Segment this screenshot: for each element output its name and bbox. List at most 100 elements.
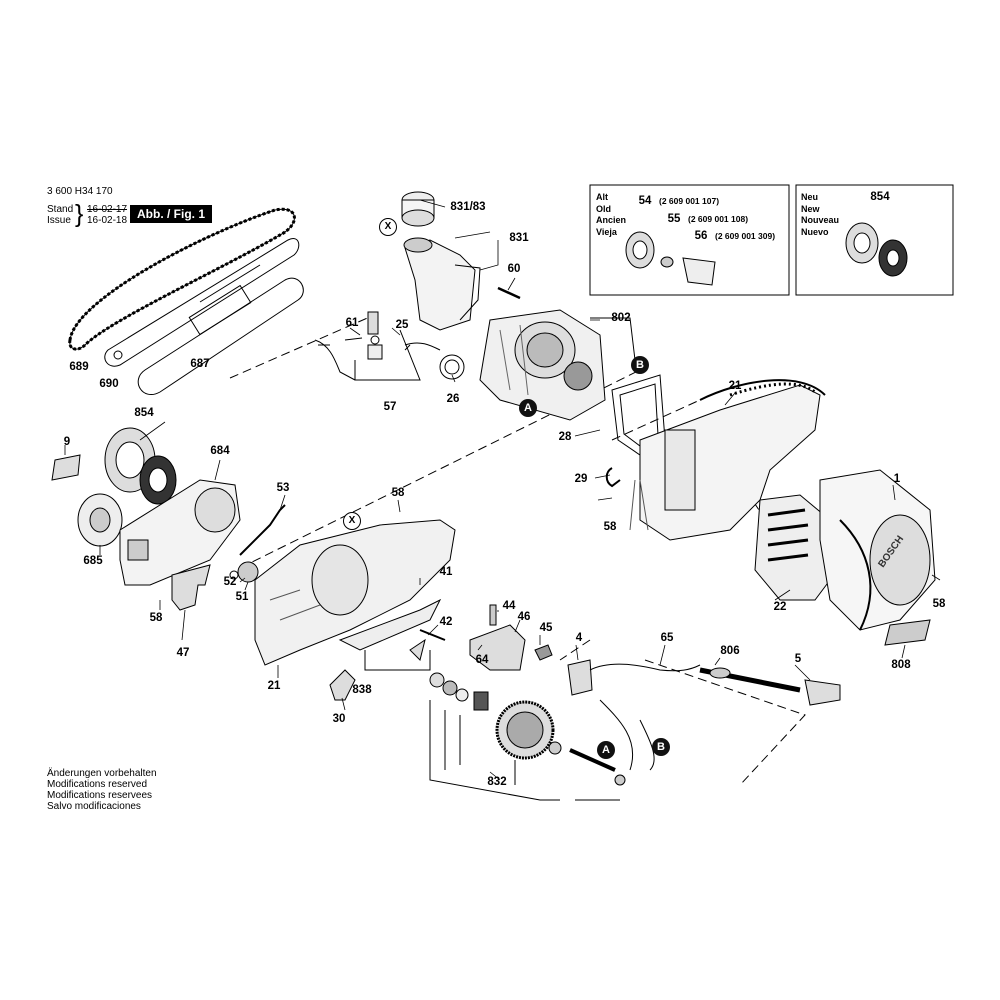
callout-685: 685	[83, 555, 103, 567]
callout-44: 44	[502, 600, 516, 612]
callout-838: 838	[352, 684, 372, 696]
old-box-label-3: Ancien	[596, 215, 627, 225]
callout-old-54: 54	[638, 195, 652, 207]
callout-46: 46	[517, 611, 531, 623]
housing-left	[254, 519, 456, 666]
stand-date: 16-02-17	[87, 204, 128, 215]
callout-58-b: 58	[391, 487, 405, 499]
callout-old-56: 56	[694, 230, 708, 242]
callout-42: 42	[439, 616, 453, 628]
motor	[479, 309, 606, 421]
callout-9: 9	[63, 436, 71, 448]
callout-61: 61	[345, 317, 359, 329]
issue-date: 16-02-18	[87, 215, 128, 226]
tension-knob	[77, 493, 123, 547]
callout-831-83: 831/83	[450, 201, 486, 213]
trigger	[329, 669, 356, 701]
new-box-label-1: Neu	[801, 192, 819, 202]
callout-28: 28	[558, 431, 572, 443]
document-number: 3 600 H34 170	[47, 186, 113, 197]
bar-cover	[137, 277, 304, 395]
group-57-bracket	[354, 329, 421, 381]
marker-a-wiring: A	[597, 741, 615, 759]
saw-chain	[68, 207, 296, 351]
callout-4: 4	[575, 632, 583, 644]
callout-51: 51	[235, 591, 249, 603]
callout-21-left: 21	[267, 680, 281, 692]
callout-52: 52	[223, 576, 237, 588]
marker-b-motor: B	[631, 356, 649, 374]
oil-pump-parts	[314, 311, 441, 381]
callout-58-a: 58	[603, 521, 617, 533]
callout-690: 690	[99, 378, 119, 390]
marker-a-motor: A	[519, 399, 537, 417]
callout-802: 802	[611, 312, 631, 324]
new-box-label-4: Nuevo	[801, 226, 829, 237]
gear-train	[429, 672, 626, 786]
old-parts-box	[589, 184, 790, 296]
callout-5: 5	[794, 653, 802, 665]
callout-53: 53	[276, 482, 290, 494]
callout-689: 689	[69, 361, 89, 373]
callout-65: 65	[660, 632, 674, 644]
callout-old-55: 55	[667, 213, 681, 225]
label-plate	[884, 619, 931, 646]
tension-rod	[239, 504, 286, 556]
callout-57: 57	[383, 401, 397, 413]
footer-note-de: Änderungen vorbehalten	[47, 768, 157, 779]
issue-label: Issue	[47, 215, 71, 226]
callout-21-right: 21	[728, 380, 742, 392]
callout-30: 30	[332, 713, 346, 725]
brace-symbol: }	[75, 200, 84, 228]
callout-854: 854	[134, 407, 154, 419]
old-box-label-1: Alt	[596, 192, 608, 202]
new-parts-box	[795, 184, 954, 296]
oil-tank	[401, 191, 481, 331]
x-mark-top: X	[379, 218, 397, 236]
brake-lever	[338, 598, 442, 651]
new-box-label-3: Nouveau	[801, 215, 840, 225]
callout-new-854: 854	[870, 191, 890, 203]
old-box-label-4: Vieja	[596, 226, 617, 237]
bumper-spike	[171, 564, 211, 611]
new-box-label-2: New	[801, 203, 820, 214]
callout-58-c: 58	[932, 598, 946, 610]
callout-831: 831	[509, 232, 529, 244]
housing-right	[629, 379, 826, 541]
old-part-number-56: (2 609 001 309)	[715, 231, 776, 241]
housing-cover	[754, 494, 831, 601]
rear-handle	[819, 469, 936, 631]
x-mark-housing: X	[343, 512, 361, 530]
stand-label: Stand	[47, 204, 74, 215]
callout-25: 25	[395, 319, 409, 331]
marker-b-wiring: B	[652, 738, 670, 756]
footer-note-fr: Modifications reservees	[47, 790, 153, 801]
seal-ring	[439, 354, 465, 380]
callout-64: 64	[475, 654, 489, 666]
callout-832: 832	[487, 776, 507, 788]
gear-group-leaders	[429, 700, 620, 801]
footer-note-es: Salvo modificaciones	[47, 801, 141, 812]
callout-29: 29	[574, 473, 588, 485]
old-box-label-2: Old	[596, 203, 611, 214]
callout-leaders	[64, 199, 941, 781]
callout-1: 1	[893, 473, 901, 485]
plug	[804, 679, 841, 706]
tension-gear	[237, 561, 259, 583]
group-802-bracket	[590, 317, 636, 361]
clip	[605, 467, 621, 488]
callout-45: 45	[539, 622, 553, 634]
callout-806: 806	[720, 645, 740, 657]
guide-bar	[104, 238, 300, 367]
figure-label: Abb. / Fig. 1	[130, 205, 212, 223]
callout-22: 22	[773, 601, 787, 613]
callout-26: 26	[446, 393, 460, 405]
callout-47: 47	[176, 647, 190, 659]
chain-wheel	[104, 427, 177, 505]
old-wheel-part-drawings	[625, 231, 716, 286]
group-838-bracket	[364, 650, 431, 671]
callout-684: 684	[210, 445, 230, 457]
callout-60: 60	[507, 263, 521, 275]
new-wheel-part-drawings	[845, 222, 908, 277]
